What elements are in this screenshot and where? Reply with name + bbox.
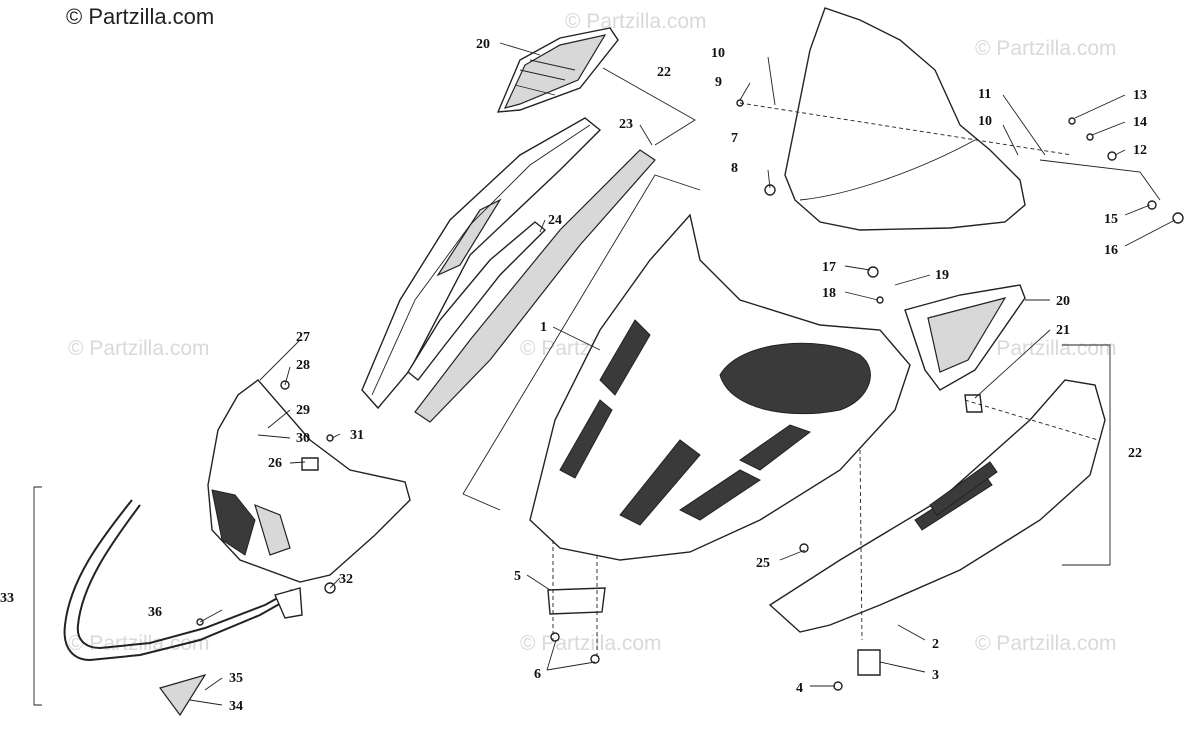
- callout-36: 36: [148, 605, 162, 620]
- callout-10: 10: [711, 46, 725, 61]
- callout-34: 34: [229, 699, 243, 714]
- watermark: © Partzilla.com: [975, 632, 1117, 655]
- callout-33: 33: [0, 591, 14, 606]
- callout-2: 2: [932, 637, 939, 652]
- callout-20-b: 20: [1056, 294, 1070, 309]
- part-trim-strip-inner: [407, 221, 547, 381]
- watermark: © Partzilla.com: [68, 337, 210, 360]
- callout-18: 18: [822, 286, 836, 301]
- callout-6: 6: [534, 667, 541, 682]
- callout-27: 27: [296, 330, 310, 345]
- callout-26: 26: [268, 456, 282, 471]
- callout-20: 20: [476, 37, 490, 52]
- part-bumper: [63, 499, 303, 717]
- callout-1: 1: [540, 320, 547, 335]
- callout-11: 11: [978, 87, 991, 102]
- watermark: © Partzilla.com: [975, 337, 1117, 360]
- callout-28: 28: [296, 358, 310, 373]
- callout-13: 13: [1133, 88, 1147, 103]
- callout-10-b: 10: [978, 114, 992, 129]
- part-trim-strip-left: [361, 117, 602, 410]
- copyright-text: © Partzilla.com: [66, 4, 215, 29]
- hardware: [196, 99, 1184, 691]
- callout-30: 30: [296, 431, 310, 446]
- callout-9: 9: [715, 75, 722, 90]
- part-side-panel-right: [768, 379, 1106, 633]
- callout-15: 15: [1104, 212, 1118, 227]
- part-hood: [529, 213, 911, 561]
- callout-25: 25: [756, 556, 770, 571]
- callout-31: 31: [350, 428, 364, 443]
- leader-lines: [33, 42, 1176, 706]
- part-side-vent-top: [496, 27, 619, 113]
- callout-19: 19: [935, 268, 949, 283]
- callout-22-b: 22: [1128, 446, 1142, 461]
- watermark: © Partzilla.com: [975, 37, 1117, 60]
- callout-22: 22: [657, 65, 671, 80]
- callout-4: 4: [796, 681, 803, 696]
- callout-24: 24: [548, 213, 562, 228]
- callout-7: 7: [731, 131, 738, 146]
- callout-23: 23: [619, 117, 633, 132]
- callout-8: 8: [731, 161, 738, 176]
- part-side-vent-right: [904, 284, 1026, 391]
- callouts: 1 2 3 4 5 6 7 8 9 10 10 11 12 13 14 15 1…: [0, 37, 1147, 714]
- callout-35: 35: [229, 671, 243, 686]
- callout-29: 29: [296, 403, 310, 418]
- callout-21: 21: [1056, 323, 1070, 338]
- callout-17: 17: [822, 260, 836, 275]
- part-nosepan: [207, 379, 411, 583]
- part-windshield: [784, 7, 1026, 231]
- callout-3: 3: [932, 668, 939, 683]
- watermark: © Partzilla.com: [520, 632, 662, 655]
- callout-16: 16: [1104, 243, 1118, 258]
- callout-32: 32: [339, 572, 353, 587]
- callout-12: 12: [1133, 143, 1147, 158]
- watermark: © Partzilla.com: [565, 10, 707, 33]
- part-foam-strip: [414, 149, 656, 423]
- callout-14: 14: [1133, 115, 1147, 130]
- callout-5: 5: [514, 569, 521, 584]
